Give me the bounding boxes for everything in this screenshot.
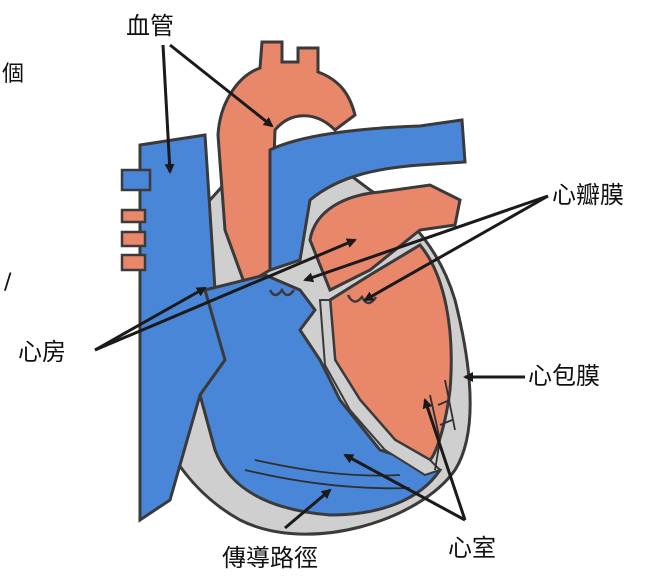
label-conduction: 傳導路徑: [222, 546, 318, 570]
cut-text-left-top: 個: [2, 64, 24, 86]
label-pericardium: 心包膜: [528, 364, 600, 388]
label-vessels: 血管: [126, 14, 174, 38]
label-atria: 心房: [18, 340, 66, 364]
left-red-branches: [122, 210, 145, 270]
left-blue-branch: [122, 170, 150, 190]
label-valves: 心瓣膜: [552, 183, 624, 207]
cut-text-left-mid: /: [4, 272, 11, 294]
label-ventricles: 心室: [448, 536, 496, 560]
